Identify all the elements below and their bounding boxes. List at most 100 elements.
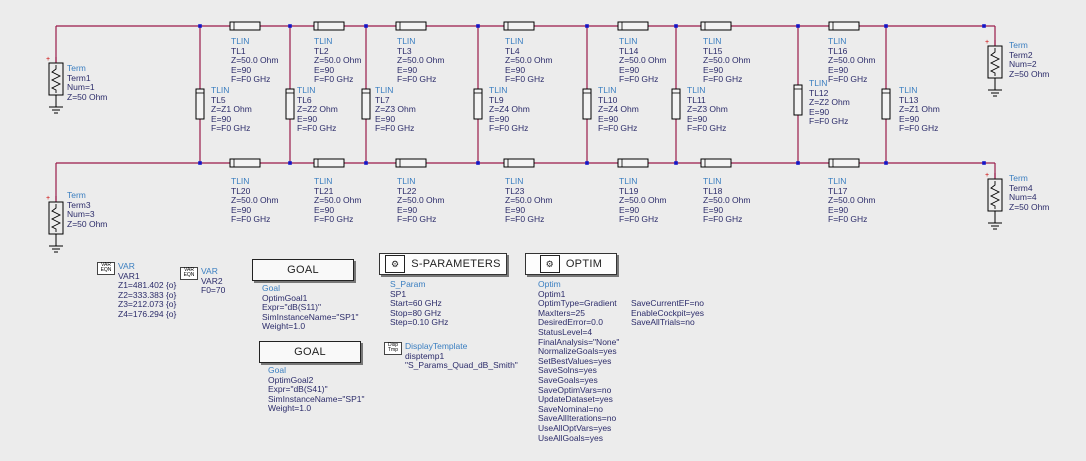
var2-icon[interactable]: VAR EQN bbox=[180, 267, 198, 280]
parameter-line: TL21 bbox=[314, 185, 334, 196]
parameter-line: F=F0 GHz bbox=[211, 123, 251, 134]
component-type-label: TLIN bbox=[828, 176, 847, 186]
component-type-label: TLIN bbox=[899, 85, 918, 95]
junction-node bbox=[674, 24, 678, 28]
parameter-line: Num=2 bbox=[1009, 59, 1037, 70]
term3-plus: + bbox=[46, 195, 50, 202]
parameter-line: F=F0 GHz bbox=[397, 74, 437, 85]
parameter-line: disptemp1 bbox=[405, 350, 445, 361]
parameter-line: FinalAnalysis="None" bbox=[538, 336, 620, 347]
parameter-line: Z=50.0 Ohm bbox=[231, 195, 279, 206]
parameter-line: TL6 bbox=[297, 94, 312, 105]
parameter-line: Z=50 Ohm bbox=[1009, 68, 1050, 79]
parameter-line: SP1 bbox=[390, 288, 407, 299]
parameter-line: F=F0 GHz bbox=[505, 74, 545, 85]
junction-node bbox=[674, 161, 678, 165]
series-tline-top-6 bbox=[828, 21, 860, 31]
parameter-line: F=F0 GHz bbox=[297, 123, 337, 134]
goal2-component[interactable]: GOAL bbox=[259, 341, 361, 363]
component-type-label: Goal bbox=[268, 365, 286, 375]
junction-node bbox=[884, 24, 888, 28]
parameter-line: SimInstanceName="SP1" bbox=[262, 311, 359, 322]
parameter-line: Term1 bbox=[67, 72, 91, 83]
parameter-line: F=F0 GHz bbox=[703, 74, 743, 85]
parameter-line: Z=50.0 Ohm bbox=[505, 55, 553, 66]
parameter-line: Z=50 Ohm bbox=[67, 218, 108, 229]
parameter-line: E=90 bbox=[598, 113, 619, 124]
parameter-line: F=F0 GHz bbox=[231, 214, 271, 225]
component-type-label: Optim bbox=[538, 279, 561, 289]
parameter-line: SetBestValues=yes bbox=[538, 355, 612, 366]
component-type-label: TLIN bbox=[828, 36, 847, 46]
component-type-label: TLIN bbox=[703, 176, 722, 186]
optim-component[interactable]: ⚙OPTIM bbox=[525, 253, 617, 275]
parameter-line: SaveAllIterations=no bbox=[538, 413, 617, 424]
parameter-line: Num=4 bbox=[1009, 192, 1037, 203]
parameter-line: TL11 bbox=[687, 94, 706, 105]
parameter-line: TL18 bbox=[703, 185, 723, 196]
term4-plus: + bbox=[985, 172, 989, 179]
component-type-label: TLIN bbox=[397, 176, 416, 186]
component-type-label: TLIN bbox=[297, 85, 316, 95]
display-template-icon[interactable]: Disp Tmp bbox=[384, 342, 402, 355]
junction-node bbox=[364, 24, 368, 28]
parameter-line: TL7 bbox=[375, 94, 390, 105]
shunt-tline-5 bbox=[671, 88, 681, 120]
component-type-label: TLIN bbox=[809, 78, 828, 88]
parameter-line: StatusLevel=4 bbox=[538, 326, 593, 337]
parameter-line: TL15 bbox=[703, 45, 723, 56]
parameter-line: Stop=80 GHz bbox=[390, 307, 442, 318]
parameter-line: NormalizeGoals=yes bbox=[538, 346, 617, 357]
parameter-line: Z=50.0 Ohm bbox=[828, 55, 876, 66]
term4-resistor bbox=[989, 181, 1001, 209]
var1-icon[interactable]: VAR EQN bbox=[97, 262, 115, 275]
parameter-line: Num=1 bbox=[67, 82, 95, 93]
series-tline-top-2 bbox=[395, 21, 427, 31]
parameter-line: Z=50.0 Ohm bbox=[619, 55, 667, 66]
parameter-line: Expr="dB(S11)" bbox=[262, 302, 322, 313]
goal1-component[interactable]: GOAL bbox=[252, 259, 354, 281]
parameter-line: OptimType=Gradient bbox=[538, 298, 617, 309]
parameter-line: SaveAllTrials=no bbox=[631, 317, 695, 328]
sparam-component[interactable]: ⚙S-PARAMETERS bbox=[379, 253, 507, 275]
parameter-line: OptimGoal2 bbox=[268, 374, 314, 385]
parameter-line: TL1 bbox=[231, 45, 246, 56]
parameter-line: F=F0 GHz bbox=[489, 123, 529, 134]
parameter-line: Term2 bbox=[1009, 49, 1033, 60]
parameter-line: Weight=1.0 bbox=[268, 403, 312, 414]
junction-node bbox=[796, 24, 800, 28]
parameter-line: TL10 bbox=[598, 94, 618, 105]
parameter-line: Z=50.0 Ohm bbox=[703, 55, 751, 66]
component-type-label: TLIN bbox=[489, 85, 508, 95]
term2-plus: + bbox=[985, 39, 989, 46]
parameter-line: TL13 bbox=[899, 94, 919, 105]
parameter-line: E=90 bbox=[619, 204, 640, 215]
parameter-line: Start=60 GHz bbox=[390, 298, 442, 309]
junction-node bbox=[198, 24, 202, 28]
shunt-tline-4 bbox=[582, 88, 592, 120]
component-type-label: TLIN bbox=[397, 36, 416, 46]
parameter-line: E=90 bbox=[231, 204, 252, 215]
series-tline-bottom-1 bbox=[313, 158, 345, 168]
junction-node bbox=[364, 161, 368, 165]
component-type-label: TLIN bbox=[231, 36, 250, 46]
parameter-line: Z=50.0 Ohm bbox=[397, 55, 445, 66]
component-type-label: TLIN bbox=[505, 176, 524, 186]
component-type-label: TLIN bbox=[619, 176, 638, 186]
component-type-label: Goal bbox=[262, 283, 280, 293]
parameter-line: UseAllGoals=yes bbox=[538, 432, 603, 443]
component-type-label: TLIN bbox=[314, 36, 333, 46]
parameter-line: F=F0 GHz bbox=[619, 74, 659, 85]
shunt-tline-2 bbox=[361, 88, 371, 120]
